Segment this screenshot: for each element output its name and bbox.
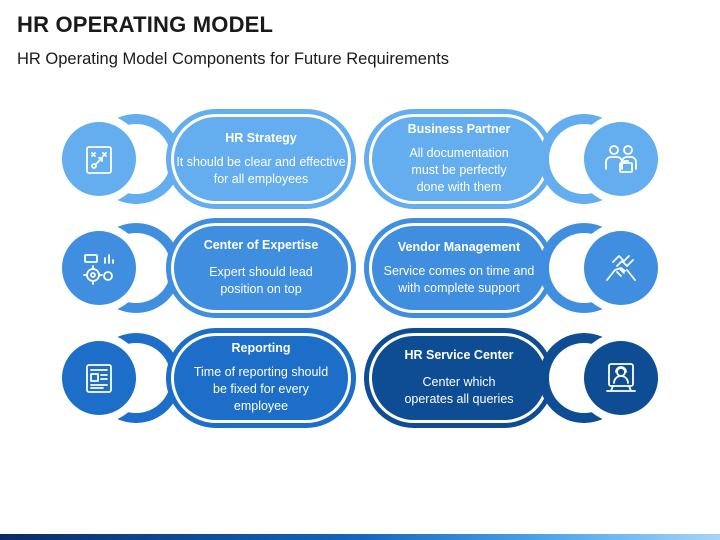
item-title: Center of Expertise bbox=[203, 238, 319, 252]
page-subtitle: HR Operating Model Components for Future… bbox=[17, 50, 449, 68]
pill-hr-strategy-fill bbox=[174, 117, 348, 201]
pill-vendor-management-fill bbox=[372, 226, 546, 310]
row-2: Center of Expertise Expert should lead p… bbox=[0, 218, 720, 318]
pill-reporting: Reporting Time of reporting should be fi… bbox=[166, 328, 356, 428]
item-description: Expert should lead position on top bbox=[209, 265, 313, 296]
bottom-gradient-bar bbox=[0, 534, 720, 540]
item-description: Service comes on time and with complete … bbox=[383, 263, 535, 295]
item-description: It should be clear and effective for all… bbox=[176, 154, 346, 186]
pill-center-of-expertise: Center of Expertise Expert should lead p… bbox=[166, 218, 356, 318]
item-description: Center which operates all queries bbox=[404, 375, 514, 406]
pill-business-partner-text: Business Partner All documentation must … bbox=[399, 122, 519, 196]
pill-center-of-expertise-text: Center of Expertise Expert should lead p… bbox=[201, 238, 321, 298]
pill-vendor-management: Vendor Management Service comes on time … bbox=[364, 218, 554, 318]
pill-hr-service-center-fill bbox=[372, 336, 546, 420]
support-agent-icon bbox=[603, 360, 639, 396]
item-description: Time of reporting should be fixed for ev… bbox=[193, 365, 329, 413]
item-title: HR Service Center bbox=[404, 348, 514, 362]
handshake-icon bbox=[603, 250, 639, 286]
pill-reporting-text: Reporting Time of reporting should be fi… bbox=[191, 341, 331, 415]
pill-hr-service-center-text: HR Service Center Center which operates … bbox=[399, 348, 519, 408]
strategy-board-icon bbox=[81, 141, 117, 177]
business-partners-icon bbox=[603, 141, 639, 177]
row-3: Reporting Time of reporting should be fi… bbox=[0, 328, 720, 428]
pill-reporting-fill bbox=[174, 336, 348, 420]
icon-disc-left bbox=[62, 122, 136, 196]
icon-disc-left bbox=[62, 341, 136, 415]
row-1: HR Strategy It should be clear and effec… bbox=[0, 109, 720, 209]
item-title: Vendor Management bbox=[397, 239, 521, 254]
item-title: Business Partner bbox=[407, 122, 511, 136]
pill-business-partner-fill bbox=[372, 117, 546, 201]
pill-vendor-management-text: Vendor Management Service comes on time … bbox=[379, 240, 539, 297]
pill-center-of-expertise-fill bbox=[174, 226, 348, 310]
icon-disc-right bbox=[584, 341, 658, 415]
pill-hr-strategy-text: HR Strategy It should be clear and effec… bbox=[171, 131, 351, 188]
pill-hr-service-center: HR Service Center Center which operates … bbox=[364, 328, 554, 428]
item-title: Reporting bbox=[231, 341, 291, 355]
report-document-icon bbox=[81, 360, 117, 396]
pill-business-partner: Business Partner All documentation must … bbox=[364, 109, 554, 209]
item-title: HR Strategy bbox=[225, 130, 297, 145]
item-description: All documentation must be perfectly done… bbox=[409, 146, 509, 194]
pill-hr-strategy: HR Strategy It should be clear and effec… bbox=[166, 109, 356, 209]
gears-chart-icon bbox=[81, 250, 117, 286]
page-title: HR OPERATING MODEL bbox=[17, 12, 274, 37]
icon-disc-left bbox=[62, 231, 136, 305]
